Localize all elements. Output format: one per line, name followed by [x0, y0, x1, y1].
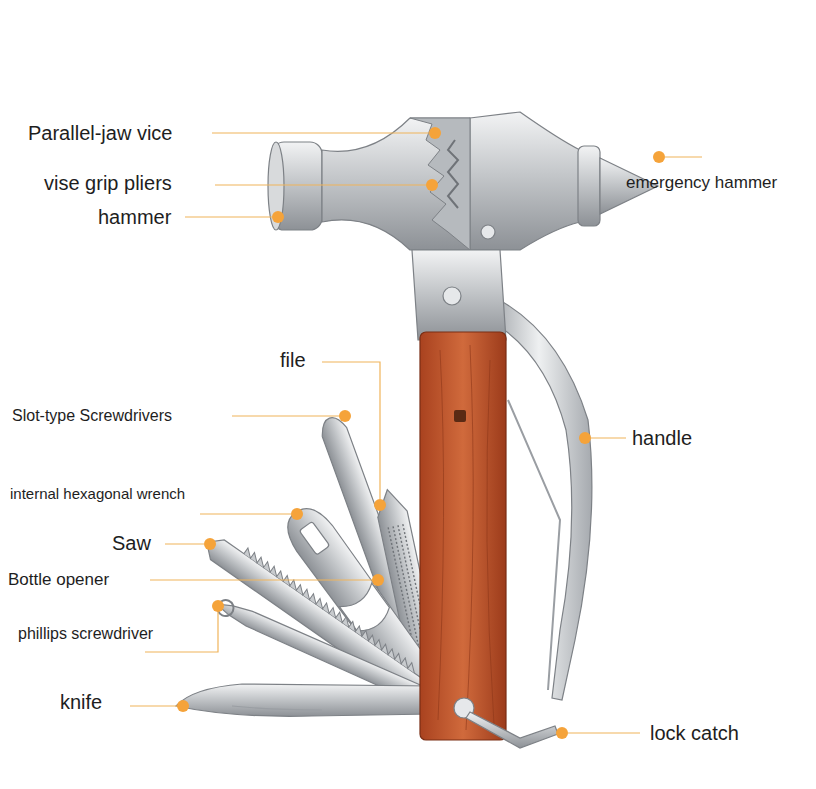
- callout-dots: [177, 127, 665, 739]
- part-label: file: [280, 348, 306, 372]
- part-label: handle: [632, 426, 692, 450]
- pivot-rivet: [443, 287, 461, 305]
- saw-blade: [200, 527, 443, 710]
- knife-blade: [176, 684, 432, 716]
- part-label: vise grip pliers: [44, 171, 172, 195]
- leader-lines: [130, 133, 702, 733]
- lock-catch: [466, 712, 558, 748]
- part-label: Saw: [112, 531, 151, 555]
- part-label: Parallel-jaw vice: [28, 121, 173, 145]
- part-label: phillips screwdriver: [18, 624, 153, 643]
- part-label: Bottle opener: [8, 570, 109, 590]
- part-label: hammer: [98, 205, 171, 229]
- spring-wire: [508, 400, 560, 690]
- wood-handle: [420, 332, 506, 740]
- screw: [454, 410, 466, 422]
- wood-grain: [438, 345, 494, 730]
- pivot-plate: [412, 250, 506, 340]
- part-label: Slot-type Screwdrivers: [12, 406, 172, 425]
- part-label: lock catch: [650, 721, 739, 745]
- part-label: emergency hammer: [626, 173, 777, 193]
- part-label: knife: [60, 690, 102, 714]
- part-label: internal hexagonal wrench: [10, 485, 185, 503]
